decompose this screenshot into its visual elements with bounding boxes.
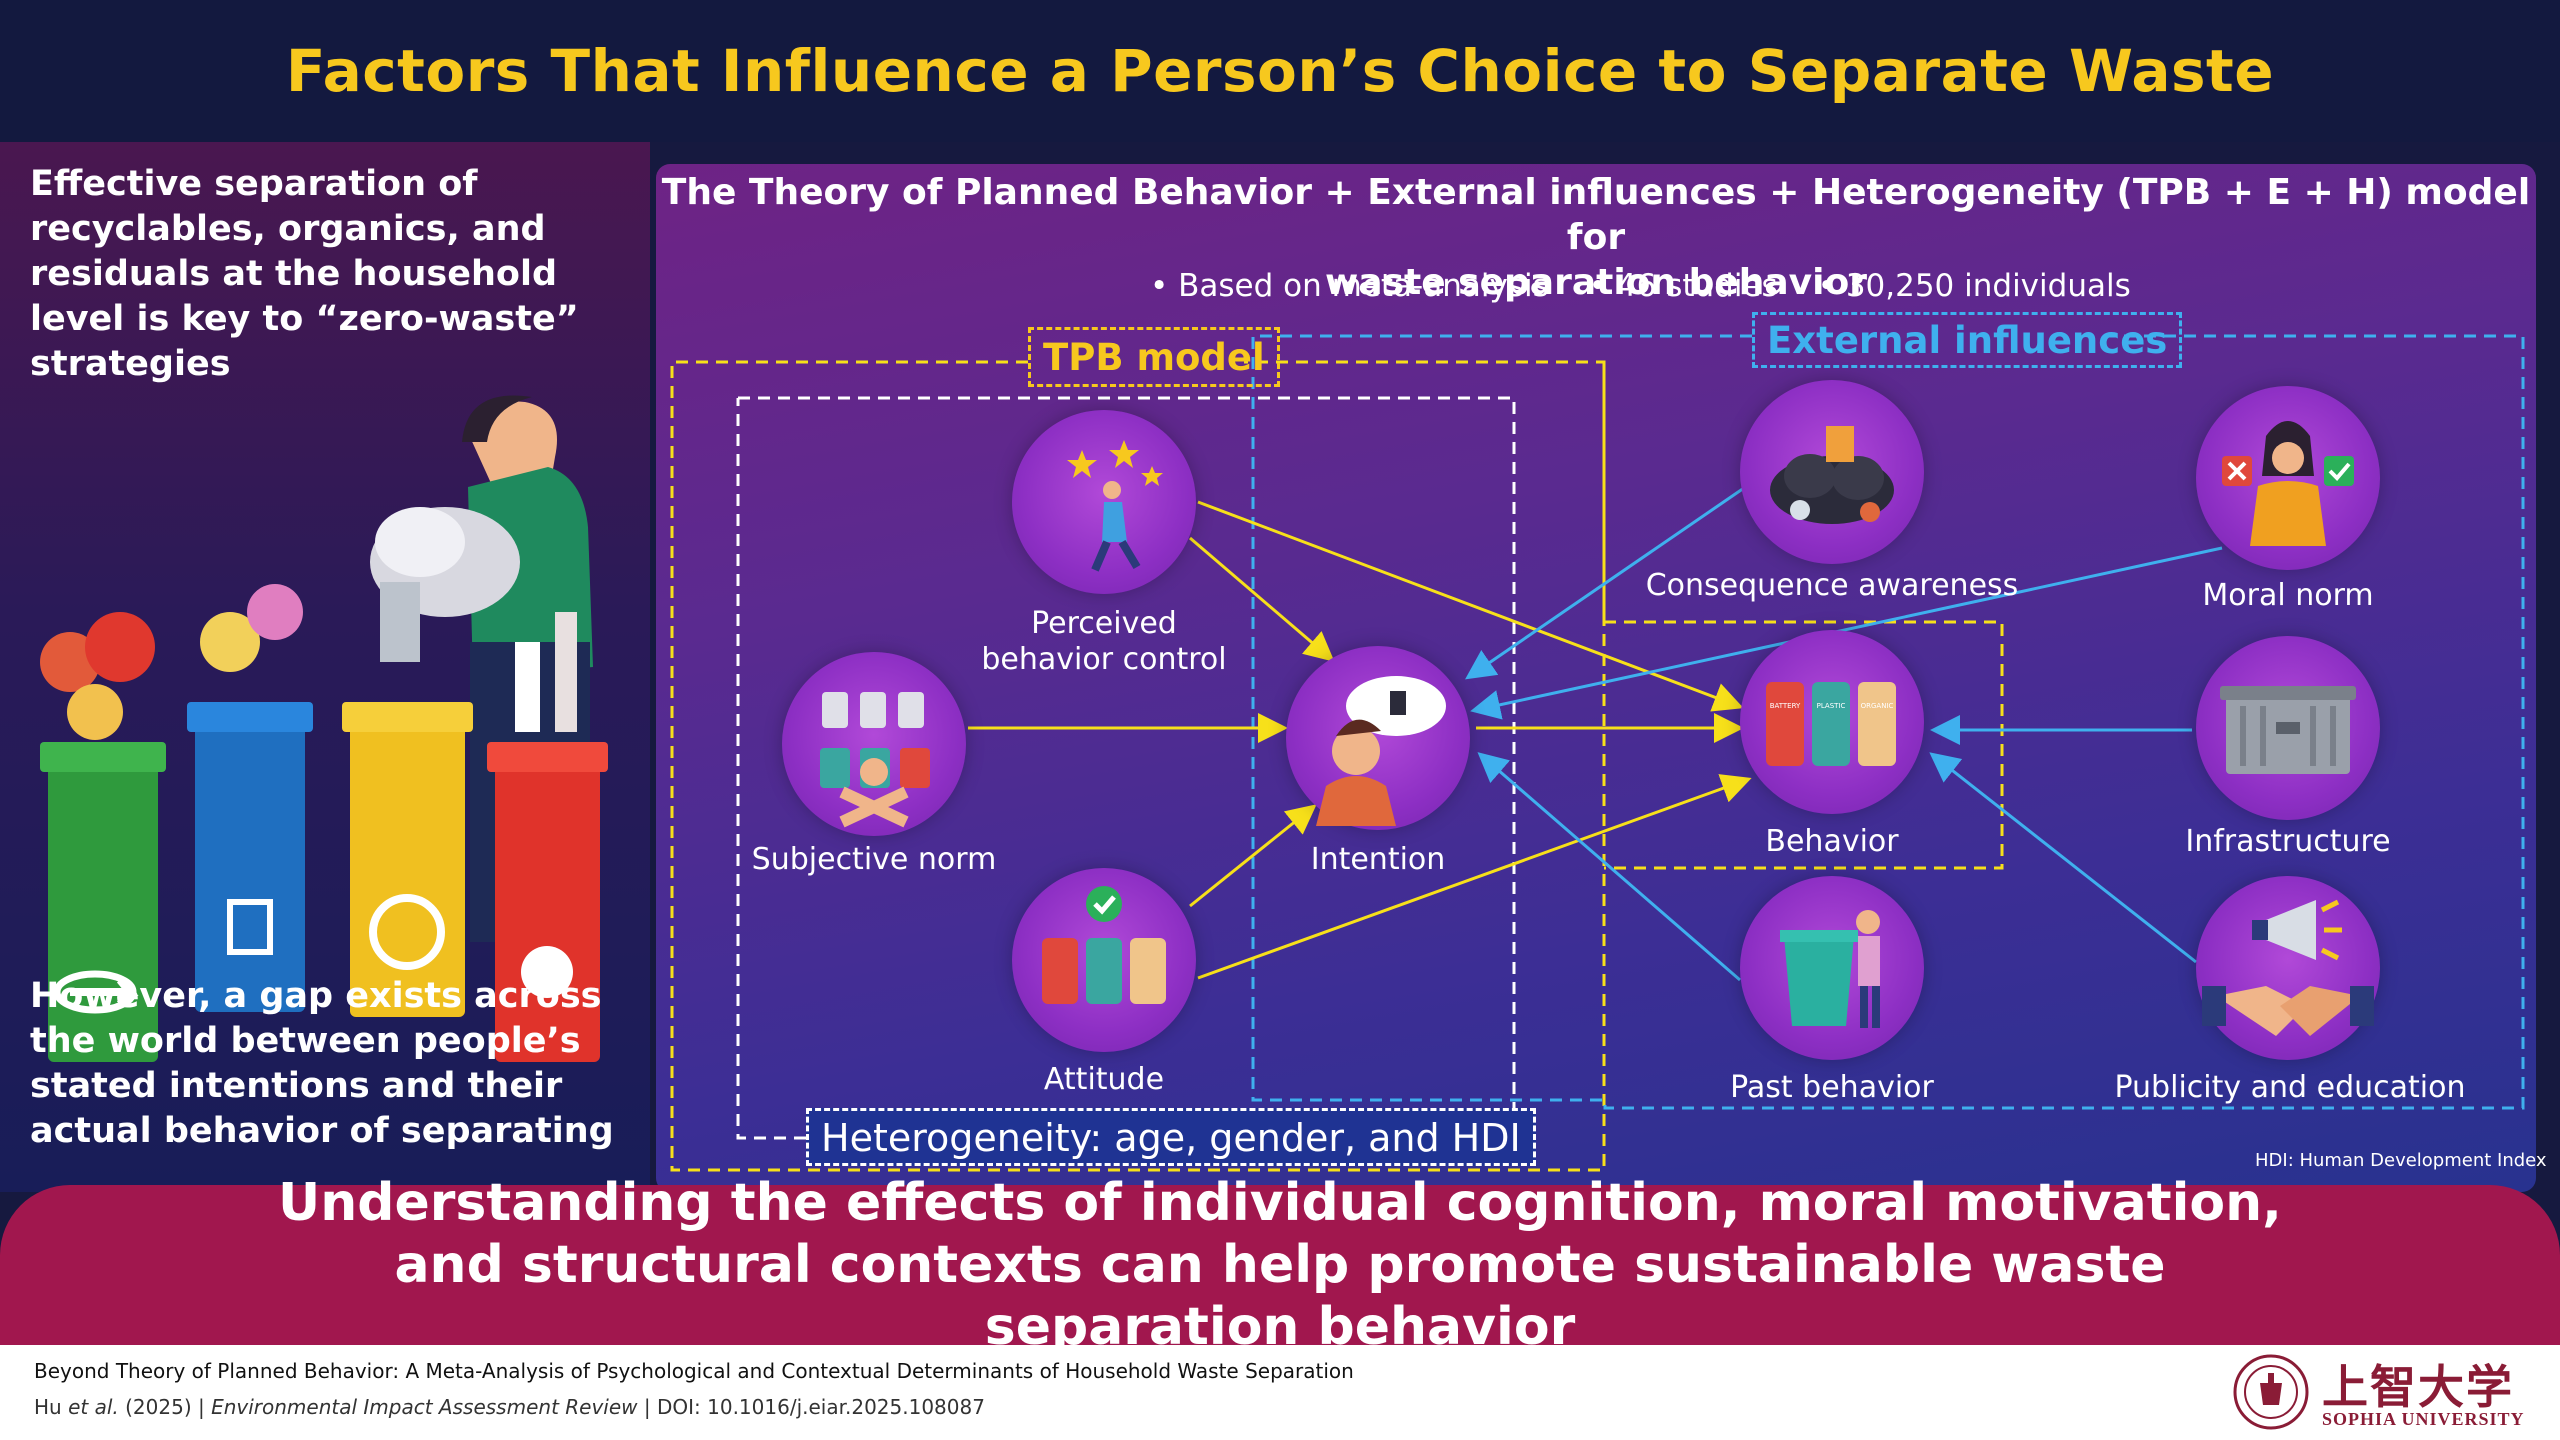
arrow-attitude-intention bbox=[1189, 804, 1317, 908]
megaphone-handshake-icon bbox=[2202, 899, 2374, 1036]
bullet-item: • 46 studies bbox=[1588, 268, 1778, 304]
footer: Beyond Theory of Planned Behavior: A Met… bbox=[0, 1345, 2560, 1440]
red-bin-icon bbox=[487, 612, 608, 1062]
moral-norm-label: Moral norm bbox=[2202, 578, 2374, 613]
bin-label-battery: BATTERY bbox=[1770, 702, 1801, 710]
title-bar: Factors That Influence a Person’s Choice… bbox=[0, 0, 2560, 142]
tpb-region bbox=[670, 360, 1606, 1172]
citation-year: (2025) | bbox=[125, 1395, 205, 1419]
subjective-norm-label: Subjective norm bbox=[751, 842, 997, 877]
behavior-label: Behavior bbox=[1765, 824, 1899, 859]
bin-label-organic: ORGANIC bbox=[1861, 702, 1894, 710]
heterogeneity-label: Heterogeneity: age, gender, and HDI bbox=[806, 1108, 1536, 1166]
intro-text: Effective separation of recyclables, org… bbox=[30, 164, 579, 384]
person-recycling-icon bbox=[1780, 910, 1880, 1028]
citation-doi: | DOI: 10.1016/j.eiar.2025.108087 bbox=[643, 1395, 985, 1419]
past-behavior-label: Past behavior bbox=[1730, 1070, 1934, 1105]
diagram-title: The Theory of Planned Behavior + Externa… bbox=[656, 170, 2536, 305]
waste-bins-illustration bbox=[40, 395, 608, 1062]
diagram-title-line1: The Theory of Planned Behavior + Externa… bbox=[661, 172, 2531, 258]
arrow-attitude-behavior bbox=[1197, 774, 1752, 980]
crossed-arms-person-icon bbox=[820, 692, 930, 828]
gap-text: However, a gap exists across the world b… bbox=[30, 976, 614, 1151]
diagram-title-line2: waste separation behavior bbox=[1325, 262, 1867, 303]
bullet-item: • 30,250 individuals bbox=[1817, 268, 2131, 304]
shrugging-woman-icon bbox=[2222, 421, 2354, 546]
perceived-behavior-control-node bbox=[1012, 410, 1196, 594]
conclusion-band: Understanding the effects of individual … bbox=[0, 1173, 2560, 1357]
external-region bbox=[1251, 334, 2525, 1110]
arrow-past-intention bbox=[1477, 752, 1741, 982]
moral-norm-node bbox=[2196, 386, 2380, 570]
arrow-pbc-intention bbox=[1189, 536, 1335, 662]
citation-et-al: et al. bbox=[68, 1395, 119, 1419]
page-title: Factors That Influence a Person’s Choice… bbox=[285, 37, 2275, 105]
citation-journal: Environmental Impact Assessment Review bbox=[211, 1395, 638, 1419]
behavior-node: BATTERY PLASTIC ORGANIC bbox=[1740, 630, 1924, 814]
bins-with-check-icon bbox=[1042, 886, 1166, 1004]
green-bin-icon bbox=[40, 612, 166, 1062]
consequence-awareness-node bbox=[1740, 380, 1924, 564]
bullet-item: • Based on meta-analysis bbox=[1150, 268, 1549, 304]
consequence-awareness-label: Consequence awareness bbox=[1645, 568, 2019, 603]
citation: Hu et al. (2025) | Environmental Impact … bbox=[34, 1395, 985, 1419]
publicity-education-label: Publicity and education bbox=[2114, 1070, 2466, 1105]
hdi-footnote: HDI: Human Development Index bbox=[2255, 1150, 2547, 1171]
thinking-person-icon bbox=[1316, 676, 1446, 826]
arrow-publicity-behavior bbox=[1929, 752, 2197, 964]
university-name-en: SOPHIA UNIVERSITY bbox=[2322, 1409, 2525, 1429]
bullet-text-studies: 46 studies bbox=[1616, 268, 1778, 304]
attitude-label: Attitude bbox=[1043, 1062, 1165, 1097]
arrow-moral-intention bbox=[1470, 546, 2223, 720]
dumpster-icon bbox=[2220, 686, 2356, 774]
university-name-jp: 上智大学 bbox=[2322, 1360, 2514, 1414]
paper-title: Beyond Theory of Planned Behavior: A Met… bbox=[34, 1359, 1354, 1383]
citation-authors: Hu bbox=[34, 1395, 62, 1419]
yellow-bin-icon bbox=[342, 702, 473, 1017]
left-panel: Effective separation of recyclables, org… bbox=[0, 142, 650, 1192]
university-seal-icon bbox=[2233, 1354, 2309, 1430]
bullet-text-individuals: 30,250 individuals bbox=[1845, 268, 2131, 304]
publicity-education-node bbox=[2196, 876, 2380, 1060]
perceived-behavior-control-label: Perceived behavior control bbox=[981, 606, 1227, 677]
external-influences-label: External influences bbox=[1752, 312, 2183, 368]
three-bins-icon: BATTERY PLASTIC ORGANIC bbox=[1766, 682, 1896, 766]
trash-pile-icon bbox=[370, 507, 520, 662]
infrastructure-node bbox=[2196, 636, 2380, 820]
bin-label-plastic: PLASTIC bbox=[1817, 702, 1846, 710]
intention-node bbox=[1286, 646, 1470, 830]
arrow-consequence-intention bbox=[1465, 486, 1745, 680]
conclusion-text: Understanding the effects of individual … bbox=[278, 1173, 2282, 1357]
blue-bin-icon bbox=[187, 584, 313, 1012]
intention-label: Intention bbox=[1310, 842, 1446, 877]
past-behavior-node bbox=[1740, 876, 1924, 1060]
bullet-text-meta: Based on meta-analysis bbox=[1178, 268, 1549, 304]
tpb-model-label: TPB model bbox=[1028, 327, 1280, 387]
diagram-bullets: • Based on meta-analysis • 46 studies • … bbox=[1150, 268, 2131, 304]
garbage-pile-icon bbox=[1770, 426, 1894, 524]
subjective-norm-node bbox=[782, 652, 966, 836]
attitude-node bbox=[1012, 868, 1196, 1052]
infrastructure-label: Infrastructure bbox=[2185, 824, 2391, 859]
jumping-person-icon bbox=[1067, 440, 1163, 572]
